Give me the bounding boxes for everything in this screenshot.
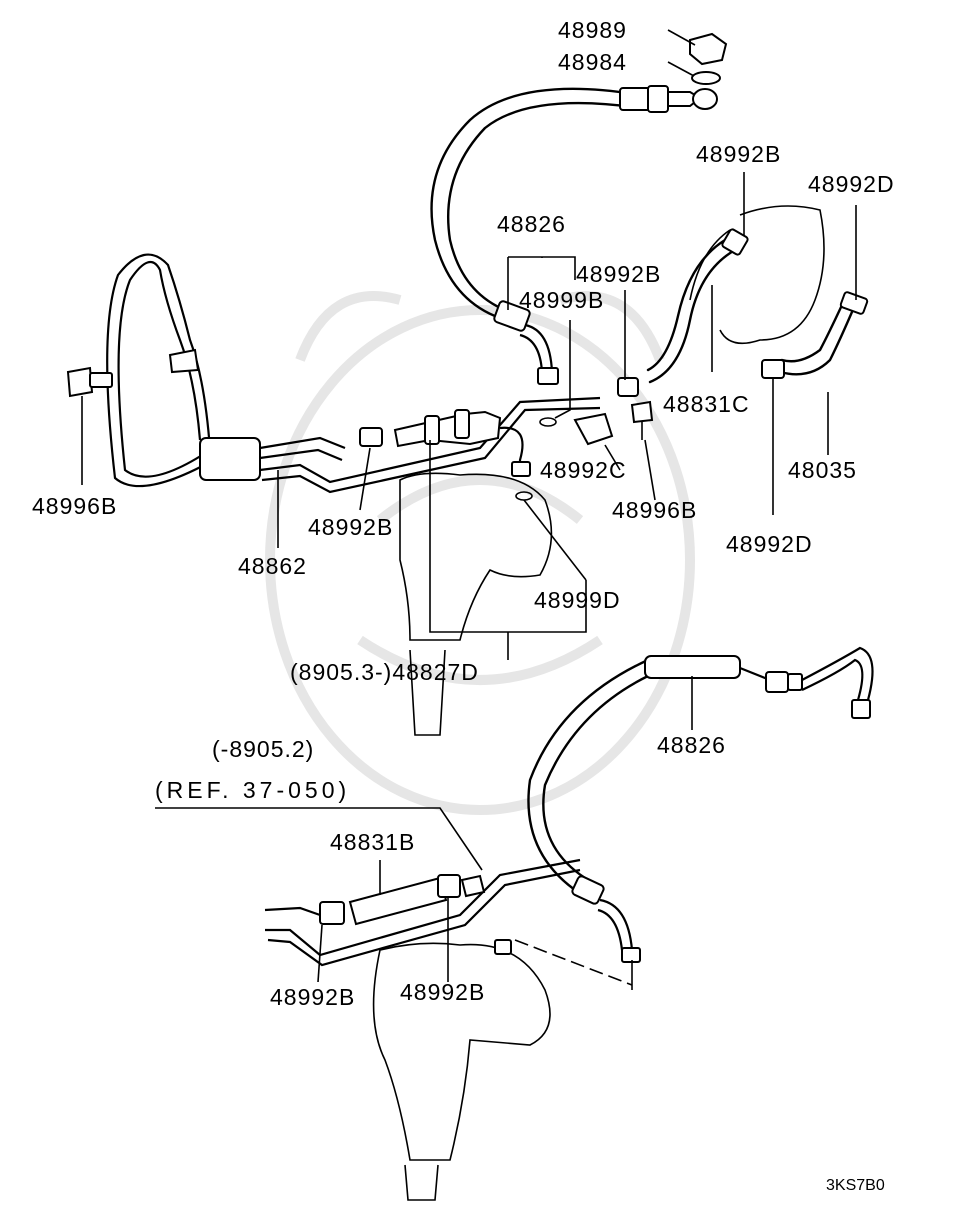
label-48992B-left: 48992B [308,514,393,540]
gearbox-outline-lower [372,939,633,1201]
bracket-48992C [573,377,654,446]
label-48999D: 48999D [534,587,621,613]
leader-lines-lower [155,676,693,983]
label-48827D: (8905.3-)48827D [290,659,479,685]
cooler-pipe-lower [264,858,581,967]
hose-48035 [761,291,869,379]
label-48992B-top: 48992B [696,141,781,167]
label-48989: 48989 [558,17,627,43]
pressure-hose-upper [430,85,718,385]
label-48035: 48035 [788,457,857,483]
label-48992B-mid: 48992B [576,261,661,287]
label-48984: 48984 [558,49,627,75]
label-date-range: (-8905.2) [212,736,314,762]
watermark-emblem [265,291,695,815]
label-48999B: 48999B [519,287,604,313]
label-48992B-low1: 48992B [270,984,355,1010]
label-reference: (REF. 37-050) [155,777,350,803]
label-48992D-bottom: 48992D [726,531,813,557]
leader-lines-upper [81,29,857,660]
label-48992B-low2: 48992B [400,979,485,1005]
label-48992C: 48992C [540,457,627,483]
washer-48984 [691,71,721,85]
hose-48827D [359,409,531,477]
label-48826-top: 48826 [497,211,566,237]
reservoir-outline [689,205,825,345]
label-48862: 48862 [238,553,307,579]
label-48992D-top: 48992D [808,171,895,197]
pressure-hose-lower [527,646,874,963]
diagram-code: 3KS7B0 [826,1177,885,1194]
gearbox-outline-upper [399,472,553,736]
label-48996B-right: 48996B [612,497,697,523]
cooler-pipe-48862 [106,253,601,494]
banjo-bolt-left [66,366,113,398]
flare-nut-48989 [689,32,728,66]
label-48826-bottom: 48826 [657,732,726,758]
label-48831C: 48831C [663,391,750,417]
return-hose-48831C [646,228,749,384]
label-48831B: 48831B [330,829,415,855]
label-48996B-left: 48996B [32,493,117,519]
